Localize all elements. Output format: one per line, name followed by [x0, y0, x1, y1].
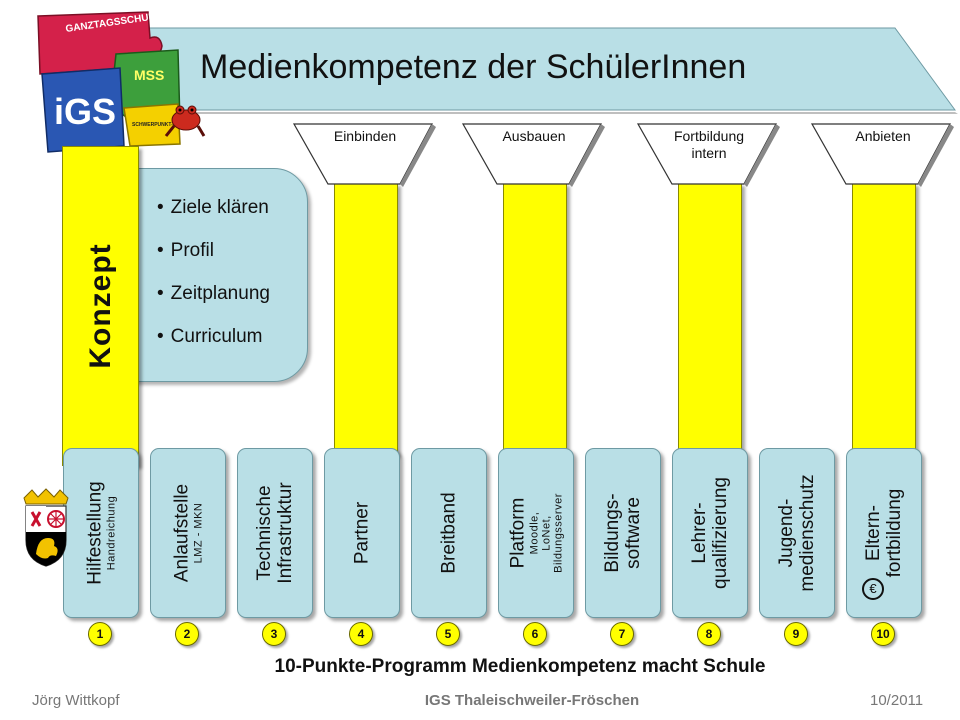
- konzept-label: Konzept: [83, 243, 117, 369]
- logo-word-4: SCHWERPUNKT-SCHULE: [132, 122, 194, 128]
- program-subtitle: 10-Punkte-Programm Medienkompetenz macht…: [274, 656, 766, 677]
- card-main-text: Anlaufstelle: [171, 483, 193, 583]
- pillar-4: [852, 183, 916, 455]
- card-main-text: Lehrer- qualifizierung: [689, 477, 731, 589]
- funnel-label: Ausbauen: [502, 128, 566, 144]
- goal-item: Zeitplanung: [157, 283, 270, 326]
- frog-icon: [164, 105, 206, 137]
- card-number-badge: 10: [871, 622, 895, 646]
- card-number-badge: 8: [697, 622, 721, 646]
- funnel-shape: [461, 123, 605, 187]
- card-main-text: Breitband: [438, 492, 460, 574]
- coat-of-arms-icon: [23, 488, 69, 567]
- goal-item: Profil: [157, 240, 270, 283]
- card-main-text: Technische Infrastruktur: [254, 482, 296, 584]
- footer-school: IGS Thaleischweiler-Fröschen: [424, 692, 640, 709]
- footer-author: Jörg Wittkopf: [32, 692, 120, 709]
- goal-item: Curriculum: [157, 326, 270, 369]
- card-number-badge: 5: [436, 622, 460, 646]
- program-card-3: Technische Infrastruktur: [237, 448, 313, 618]
- card-sub-text: Moodle, LoNet, Bildungsserver: [528, 493, 565, 573]
- card-main-text: Eltern- fortbildung: [863, 488, 905, 578]
- card-main-text: Bildungs- software: [602, 493, 644, 573]
- funnel-label: Einbinden: [333, 128, 397, 144]
- funnel-shape: [292, 123, 436, 187]
- logo-word-3: iGS: [54, 91, 116, 132]
- goal-item: Ziele klären: [157, 197, 270, 240]
- euro-icon: €: [862, 578, 884, 600]
- card-sub-text: Handreichung: [105, 495, 118, 571]
- konzept-pillar: Konzept: [62, 146, 139, 466]
- konzept-goals-panel: Ziele klären Profil Zeitplanung Curricul…: [130, 168, 308, 382]
- logo-word-2: MSS: [134, 67, 164, 83]
- program-card-7: Bildungs- software: [585, 448, 661, 618]
- funnel-label: Fortbildung intern: [673, 128, 745, 161]
- card-sub-text: LMZ - MKN: [192, 502, 205, 564]
- card-main-text: Platform: [507, 497, 529, 569]
- card-number-badge: 4: [349, 622, 373, 646]
- card-number-badge: 9: [784, 622, 808, 646]
- page-title: Medienkompetenz der SchülerInnen: [200, 48, 747, 86]
- card-number-badge: 7: [610, 622, 634, 646]
- pillar-1: [334, 183, 398, 455]
- pillar-2: [503, 183, 567, 455]
- program-card-8: Lehrer- qualifizierung: [672, 448, 748, 618]
- card-main-text: Jugend- medienschutz: [776, 474, 818, 592]
- card-number-badge: 3: [262, 622, 286, 646]
- funnel-shape: [636, 123, 780, 187]
- card-number-badge: 1: [88, 622, 112, 646]
- funnel-shape: [810, 123, 954, 187]
- card-main-text: Hilfestellung: [84, 481, 106, 585]
- card-main-text: Partner: [351, 501, 373, 565]
- program-card-9: Jugend- medienschutz: [759, 448, 835, 618]
- school-logo: GANZTAGSSCHULE MSS iGS SCHWERPUNKT-SCHUL…: [37, 11, 206, 153]
- program-card-4: Partner: [324, 448, 400, 618]
- program-card-10: Eltern- fortbildung: [846, 448, 922, 618]
- funnel-label: Anbieten: [855, 128, 911, 144]
- card-number-badge: 2: [175, 622, 199, 646]
- program-card-5: Breitband: [411, 448, 487, 618]
- card-number-badge: 6: [523, 622, 547, 646]
- footer-date: 10/2011: [870, 692, 924, 709]
- pillar-3: [678, 183, 742, 455]
